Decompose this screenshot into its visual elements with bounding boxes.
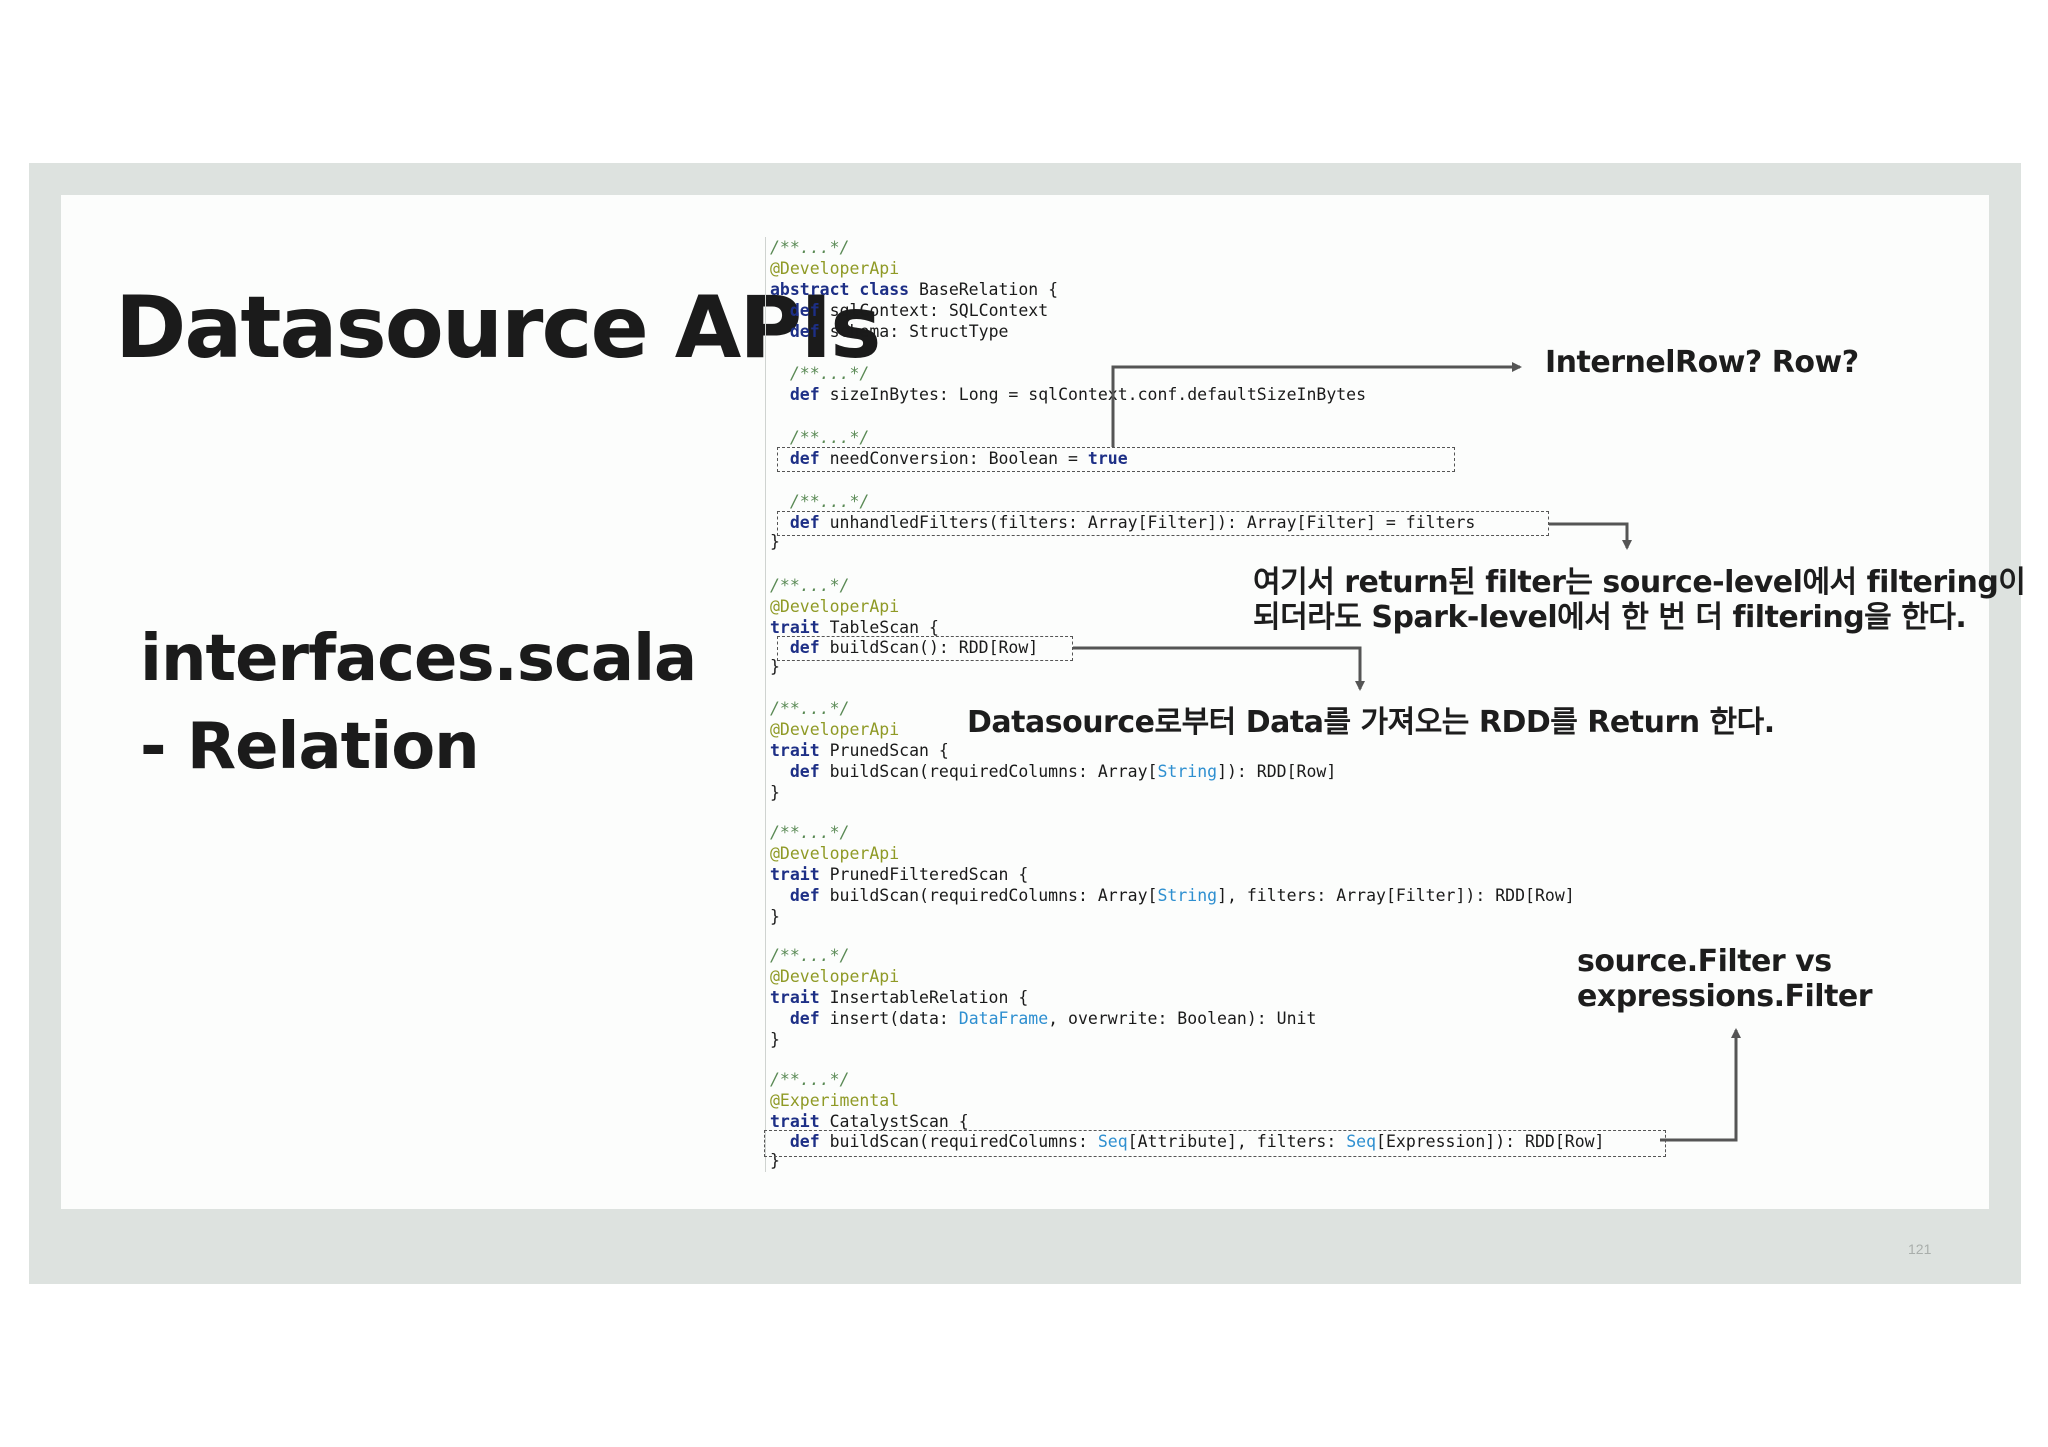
slide-subtitle: interfaces.scala - Relation [140, 615, 697, 791]
code-line: def buildScan(requiredColumns: Seq[Attri… [789, 1132, 1605, 1151]
note-internal-row: InternelRow? Row? [1545, 345, 1859, 380]
code-screenshot: /**...*/ @DeveloperApi abstract class Ba… [764, 237, 1670, 1172]
code-line: trait TableScan { [770, 618, 939, 637]
code-line: def schema: StructType [789, 322, 1009, 341]
code-line: /**...*/ [770, 699, 850, 718]
code-line: def buildScan(requiredColumns: Array[Str… [789, 762, 1337, 781]
highlight-unhandled-filters [777, 511, 1549, 536]
subtitle-line-file: interfaces.scala [140, 622, 697, 696]
note-filter-line-1: 여기서 return된 filter는 source-level에서 filte… [1253, 565, 2026, 600]
code-line: /**...*/ [789, 428, 870, 447]
code-line: } [770, 783, 780, 802]
code-line: def sizeInBytes: Long = sqlContext.conf.… [789, 385, 1367, 404]
code-line: def needConversion: Boolean = true [789, 449, 1128, 468]
code-line: /**...*/ [789, 364, 870, 383]
code-line: } [770, 657, 780, 676]
code-line: def buildScan(): RDD[Row] [789, 638, 1039, 657]
code-line: def sqlContext: SQLContext [789, 301, 1049, 320]
code-line: } [770, 907, 780, 926]
code-line: trait PrunedScan { [770, 741, 949, 760]
code-line: @DeveloperApi [770, 259, 900, 278]
code-line: @DeveloperApi [770, 967, 900, 986]
page-number: 121 [1908, 1241, 1932, 1257]
code-line: @Experimental [770, 1091, 900, 1110]
code-line: /**...*/ [770, 946, 850, 965]
code-line: def buildScan(requiredColumns: Array[Str… [789, 886, 1575, 905]
code-line: /**...*/ [770, 576, 850, 595]
code-line: abstract class BaseRelation { [770, 280, 1059, 299]
code-line: } [770, 1030, 780, 1049]
highlight-table-scan [777, 636, 1073, 661]
code-line: @DeveloperApi [770, 597, 900, 616]
slide-title: Datasource APIs [115, 278, 881, 378]
subtitle-line-topic: - Relation [140, 710, 480, 784]
highlight-need-conversion [777, 447, 1455, 472]
code-line: def unhandledFilters(filters: Array[Filt… [789, 513, 1476, 532]
code-line: /**...*/ [770, 1070, 850, 1089]
code-line: trait PrunedFilteredScan { [770, 865, 1029, 884]
note-filter-vs-line-2: expressions.Filter [1577, 979, 1873, 1014]
code-line: } [770, 1151, 780, 1170]
note-filter-vs-line-1: source.Filter vs [1577, 944, 1832, 979]
code-line: /**...*/ [770, 823, 850, 842]
editor-gutter [765, 237, 766, 1172]
highlight-catalyst-scan [764, 1130, 1666, 1157]
code-line: @DeveloperApi [770, 844, 900, 863]
code-line: @DeveloperApi [770, 720, 900, 739]
code-line: def insert(data: DataFrame, overwrite: B… [789, 1009, 1317, 1028]
code-line: trait CatalystScan { [770, 1112, 969, 1131]
code-line: trait InsertableRelation { [770, 988, 1029, 1007]
note-filter-line-2: 되더라도 Spark-level에서 한 번 더 filtering을 한다. [1253, 600, 1967, 635]
code-line: /**...*/ [770, 238, 850, 257]
code-line: } [770, 532, 780, 551]
code-line: /**...*/ [789, 492, 870, 511]
note-rdd-return: Datasource로부터 Data를 가져오는 RDD를 Return 한다. [967, 705, 1775, 740]
